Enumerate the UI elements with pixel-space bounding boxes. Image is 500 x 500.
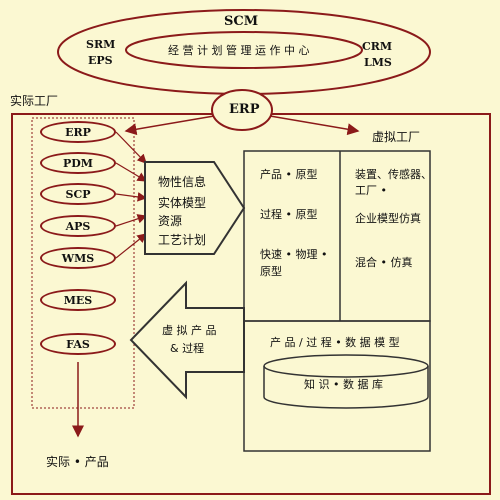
arrow-erp-to-real (124, 115, 215, 136)
arrow-wms-info (115, 233, 147, 259)
database-cylinder (263, 366, 429, 409)
virtual-left-item: 产品 • 原型 (260, 168, 318, 181)
virtual-right-item: 企业模型仿真 (355, 212, 421, 225)
back-arrow (129, 280, 245, 400)
virtual-right-item: 装置、传感器、 (355, 168, 432, 181)
arrow-pdm-info (115, 162, 148, 182)
arrow-scp-info (115, 192, 148, 202)
center-ellipse (125, 31, 363, 69)
info-arrow-box (144, 161, 246, 255)
system-erp: ERP (40, 121, 116, 143)
info-line: 物性信息 (158, 175, 207, 189)
model-title: 产 品 / 过 程 • 数 据 模 型 (270, 336, 400, 349)
erp-hub-ellipse (211, 89, 273, 131)
info-line: 工艺计划 (158, 233, 207, 247)
info-line: 实体模型 (158, 196, 207, 210)
arrow-aps-info (115, 214, 148, 227)
virtual-left-item: 快速 • 物理 • (260, 248, 328, 261)
virtual-left-item: 原型 (260, 265, 282, 278)
arrow-erp-info (115, 131, 147, 164)
eps-label: EPS (88, 54, 113, 67)
system-aps: APS (40, 215, 116, 237)
virtual-left-item: 过程 • 原型 (260, 208, 318, 221)
model-box (243, 320, 431, 452)
database-cylinder-top (263, 354, 429, 378)
output-label: 实际 • 产品 (46, 455, 109, 469)
lms-label: LMS (364, 56, 392, 69)
system-scp: SCP (40, 183, 116, 205)
crm-label: CRM (362, 40, 393, 53)
center-label: 经 营 计 划 管 理 运 作 中 心 (168, 44, 310, 57)
erp-hub-label: ERP (229, 102, 260, 117)
database-label: 知 识 • 数 据 库 (304, 378, 383, 391)
virtual-factory-label: 虚拟工厂 (372, 130, 421, 144)
virtual-right-item: 混合 • 仿真 (355, 256, 413, 269)
back-arrow-label: & 过程 (170, 342, 205, 355)
system-fas: FAS (40, 333, 116, 355)
system-mes: MES (40, 289, 116, 311)
srm-label: SRM (86, 38, 116, 51)
arrow-erp-to-virtual (269, 115, 360, 136)
virtual-right-item: 工厂 • (355, 184, 387, 197)
system-pdm: PDM (40, 152, 116, 174)
scm-label: SCM (224, 14, 259, 29)
real-factory-label: 实际工厂 (10, 94, 59, 108)
info-line: 资源 (158, 214, 183, 228)
back-arrow-label: 虚 拟 产 品 (162, 324, 217, 337)
system-wms: WMS (40, 247, 116, 269)
